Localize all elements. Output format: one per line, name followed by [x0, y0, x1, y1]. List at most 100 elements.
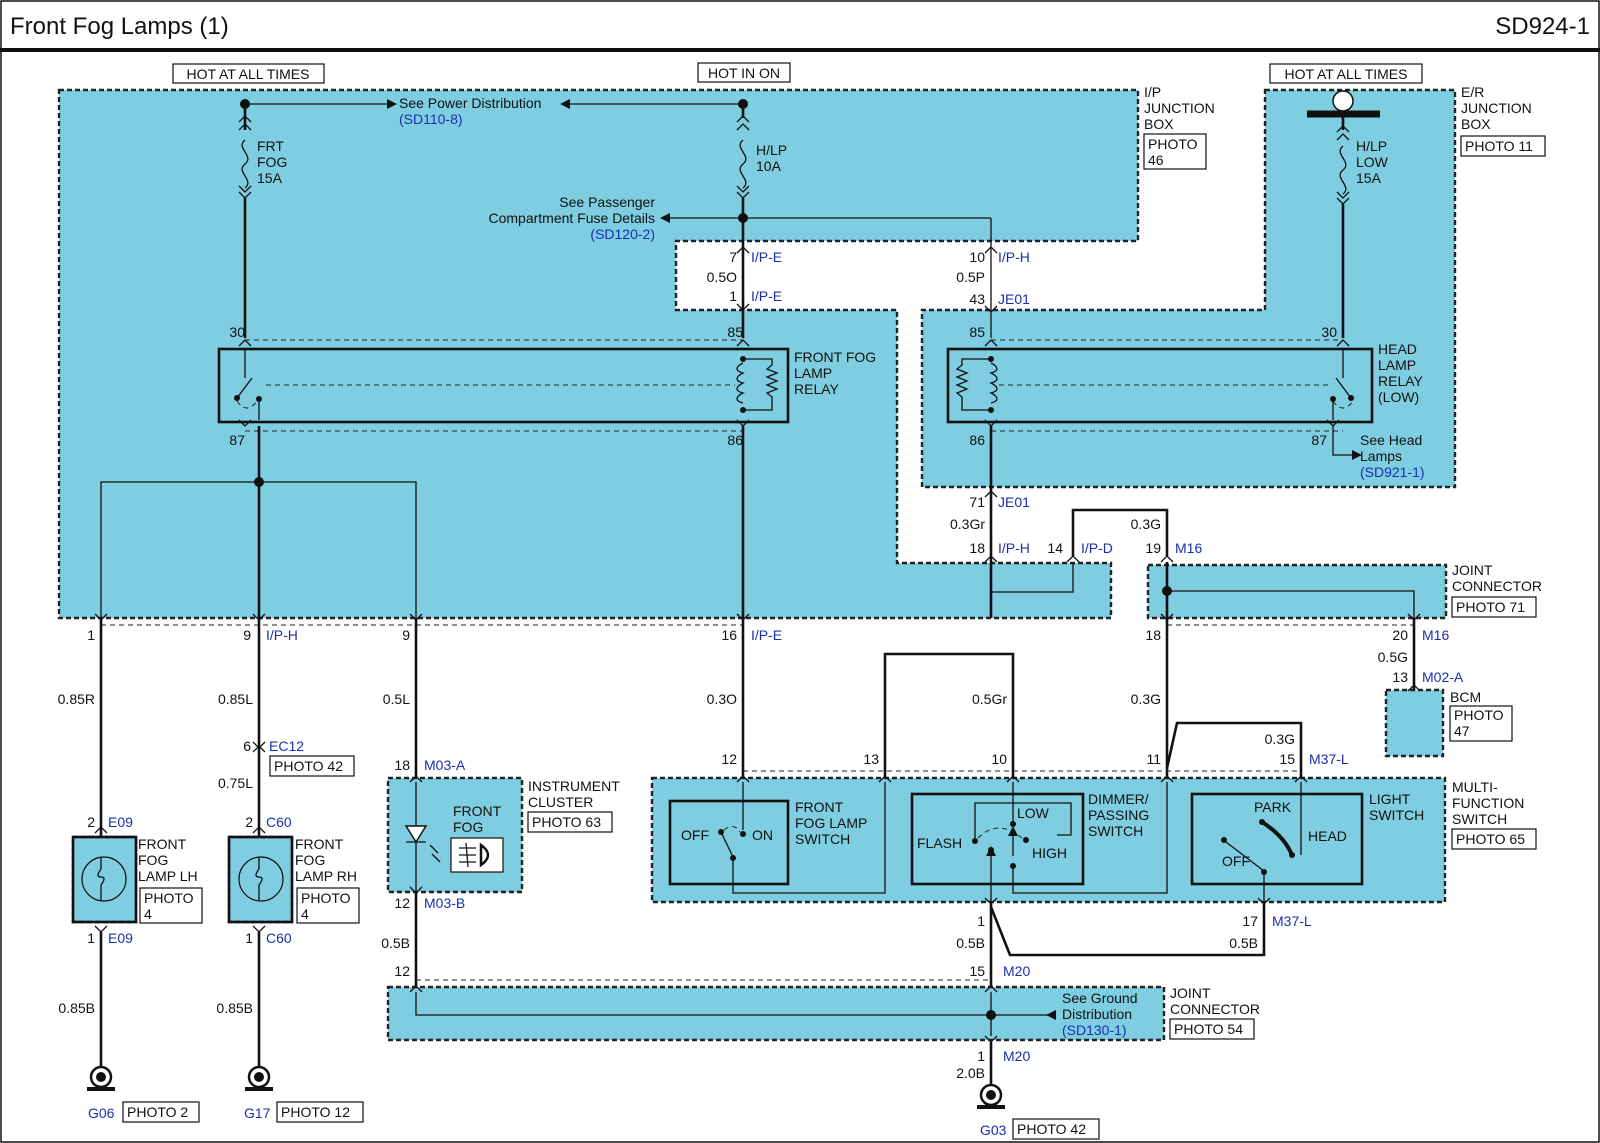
pin-2-c60: 2	[245, 814, 253, 830]
relay-pin-86b: 86	[969, 432, 985, 448]
front-fog-lamp-switch[interactable]	[668, 799, 790, 886]
hlp-label-2: 10A	[756, 158, 782, 174]
lamp-rh-photo-2: 4	[301, 906, 309, 922]
dimmer-label-2: PASSING	[1088, 807, 1149, 823]
head-relay-label-4: (LOW)	[1378, 389, 1419, 405]
head-relay-label-3: RELAY	[1378, 373, 1424, 389]
power-dist-code[interactable]: (SD110-8)	[399, 111, 463, 127]
ip-jb-photo-2: 46	[1148, 152, 1164, 168]
hot-at-all-times-er-label: HOT AT ALL TIMES	[1285, 66, 1408, 82]
jc71-photo-box	[1451, 596, 1537, 618]
pin-1-ipe: 1	[729, 288, 737, 304]
ground-g17: G17	[244, 1105, 271, 1121]
wire-05gr: 0.5Gr	[972, 691, 1007, 707]
wire-03o: 0.3O	[707, 691, 737, 707]
wire-05b-a: 0.5B	[956, 935, 985, 951]
pin-1-m20-b: 1	[977, 1048, 985, 1064]
wire-05b-b: 0.5B	[1229, 935, 1258, 951]
fog-lamp-rh	[227, 835, 294, 924]
ip-jb-label-2: JUNCTION	[1144, 100, 1215, 116]
ec12-photo: PHOTO 42	[274, 758, 343, 774]
pin-12-m03: 12	[394, 895, 410, 911]
head-lamps-code[interactable]: (SD921-1)	[1360, 464, 1425, 480]
wire-03g-b: 0.3G	[1265, 731, 1295, 747]
front-fog-relay-label-2: LAMP	[794, 365, 832, 381]
ground-g06: G06	[88, 1105, 115, 1121]
jc71-label-2: CONNECTOR	[1452, 578, 1542, 594]
hlp-low-fuse	[1336, 125, 1350, 205]
jc54-label-1: JOINT	[1170, 985, 1211, 1001]
hlp-label-1: H/LP	[756, 142, 787, 158]
ic-photo: PHOTO 63	[532, 814, 601, 830]
dimmer-low: LOW	[1017, 805, 1050, 821]
conn-m02a: M02-A	[1422, 669, 1464, 685]
relay-pin-30b: 30	[1321, 324, 1337, 340]
relay-pin-30a: 30	[229, 324, 245, 340]
g06-photo-box	[122, 1101, 200, 1123]
ic-label-1: INSTRUMENT	[528, 778, 620, 794]
lamp-lh-photo-box	[139, 887, 203, 924]
ec12-photo-box	[269, 755, 355, 777]
head-lamp-relay	[946, 347, 1374, 424]
light-label-2: SWITCH	[1369, 807, 1424, 823]
hot-at-all-times-box	[172, 63, 325, 84]
conn-e09-a: E09	[108, 814, 133, 830]
light-switch[interactable]	[1190, 792, 1364, 886]
pin-2-e09: 2	[87, 814, 95, 830]
lamp-lh-label-3: LAMP LH	[138, 868, 198, 884]
pin-12: 12	[721, 751, 737, 767]
ip-junction-box-zone	[57, 88, 1140, 620]
pin-15: 15	[1279, 751, 1295, 767]
lamp-rh-photo-box	[296, 887, 360, 924]
frt-fog-label-3: 15A	[257, 170, 283, 186]
lamp-rh-photo-1: PHOTO	[301, 890, 351, 906]
pin-18-b: 18	[1145, 627, 1161, 643]
wire-05g: 0.5G	[1378, 649, 1408, 665]
frt-fog-label-1: FRT	[257, 138, 284, 154]
conn-m20-a: M20	[1003, 963, 1030, 979]
pin-1-c60: 1	[245, 930, 253, 946]
wire-05o: 0.5O	[707, 269, 737, 285]
mf-label-2: FUNCTION	[1452, 795, 1524, 811]
lamp-rh-label-1: FRONT	[295, 836, 344, 852]
pin-20: 20	[1392, 627, 1408, 643]
mf-photo-box	[1451, 828, 1537, 850]
pin-1-m20: 1	[977, 913, 985, 929]
conn-je01-b: JE01	[998, 494, 1030, 510]
fuse-details-code[interactable]: (SD120-2)	[590, 226, 655, 242]
conn-m03b: M03-B	[424, 895, 465, 911]
diagram-code: SD924-1	[1495, 13, 1590, 40]
pin-15-m20: 15	[969, 963, 985, 979]
ground-dist-ref-2: Distribution	[1062, 1006, 1132, 1022]
pin-9-a: 9	[243, 627, 251, 643]
fog-switch-label-2: FOG LAMP	[795, 815, 867, 831]
head-relay-label-1: HEAD	[1378, 341, 1417, 357]
pin-11: 11	[1146, 751, 1161, 767]
pin-13: 13	[863, 751, 879, 767]
wire-05b-c: 0.5B	[381, 935, 410, 951]
lamp-lh-photo-2: 4	[144, 906, 152, 922]
front-fog-relay-label-1: FRONT FOG	[794, 349, 876, 365]
ground-dist-code[interactable]: (SD130-1)	[1062, 1022, 1127, 1038]
pin-16: 16	[721, 627, 737, 643]
light-off: OFF	[1222, 853, 1250, 869]
pin-13-bcm: 13	[1392, 669, 1408, 685]
dimmer-high: HIGH	[1032, 845, 1067, 861]
conn-ec12: EC12	[269, 738, 304, 754]
wire-03gr: 0.3Gr	[950, 516, 985, 532]
dimmer-passing-switch[interactable]	[910, 792, 1085, 886]
pin-17: 17	[1242, 913, 1258, 929]
relay-pin-85a: 85	[727, 324, 743, 340]
indicator-label-2: FOG	[453, 819, 483, 835]
fog-switch-label-1: FRONT	[795, 799, 844, 815]
ground-icon	[87, 1065, 115, 1091]
mf-label-1: MULTI-	[1452, 779, 1498, 795]
hlp-fuse	[736, 115, 750, 199]
bcm-photo-box	[1449, 705, 1513, 742]
pin-10: 10	[969, 249, 985, 265]
conn-iph-1: I/P-H	[998, 249, 1030, 265]
ground-icon	[245, 1065, 273, 1091]
bcm-photo-2: 47	[1454, 723, 1470, 739]
